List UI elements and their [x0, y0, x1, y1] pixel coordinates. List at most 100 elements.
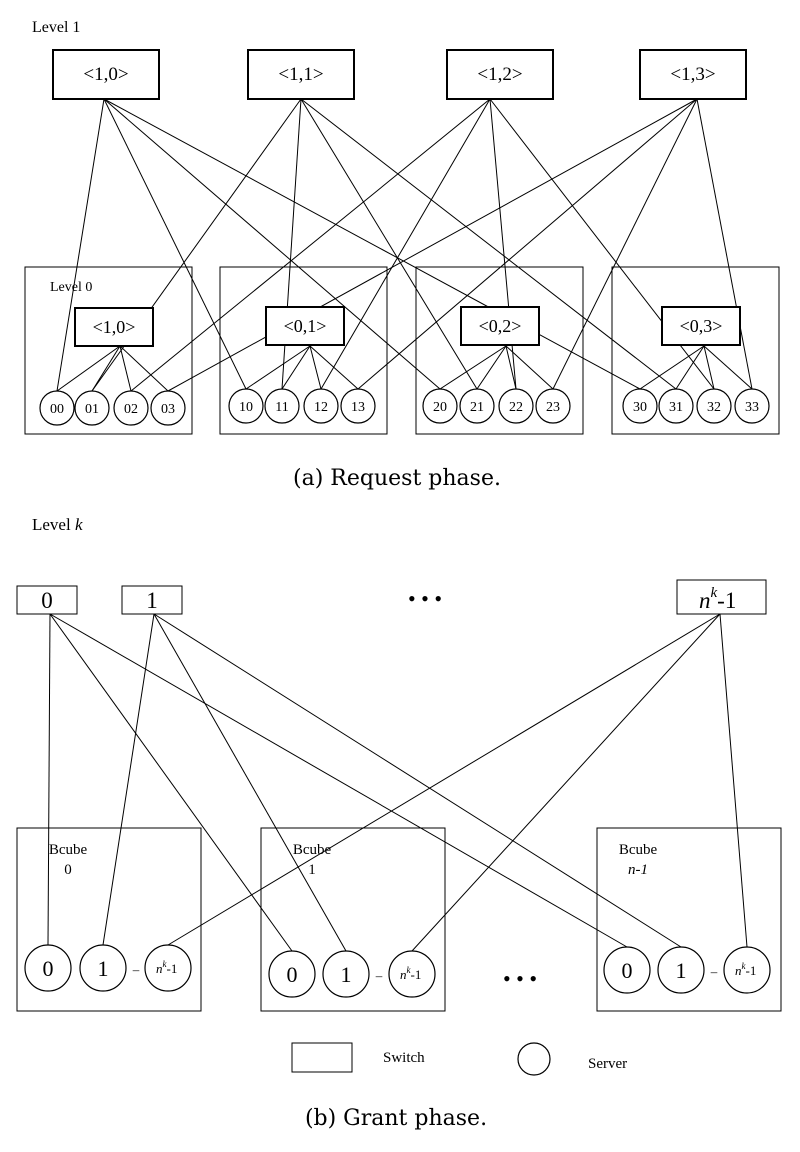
svg-text:0: 0: [622, 958, 633, 983]
link-line: [91, 345, 121, 392]
caption-request: (a) Request phase.: [293, 466, 501, 491]
server-node: 31: [658, 388, 694, 424]
link-line: [675, 345, 705, 390]
legend-switch-label: Switch: [383, 1050, 425, 1066]
server-node: 0: [24, 944, 72, 992]
level0-label: Level 0: [50, 280, 92, 295]
svg-text:11: 11: [275, 400, 288, 415]
server-node: 23: [535, 388, 571, 424]
caption-grant: (b) Grant phase.: [305, 1106, 487, 1131]
link-line: [49, 613, 293, 952]
link-line: [411, 613, 721, 952]
server-node: 32: [696, 388, 732, 424]
legend-server-swatch: [517, 1042, 551, 1076]
svg-text:1: 1: [341, 962, 352, 987]
link-line: [56, 345, 121, 392]
link-line: [552, 98, 698, 390]
link-line: [439, 345, 507, 390]
link-line: [119, 345, 169, 392]
bcube-label: Bcube: [49, 842, 88, 858]
link-line: [153, 613, 347, 952]
svg-text:10: 10: [239, 400, 253, 415]
server-node: nk-1: [388, 950, 436, 998]
link-line: [309, 345, 322, 390]
svg-text:31: 31: [669, 400, 683, 415]
svg-text:02: 02: [124, 402, 138, 417]
link-line: [167, 98, 698, 392]
link-line: [703, 345, 715, 390]
svg-text:<0,1>: <0,1>: [284, 316, 327, 336]
server-node: 13: [340, 388, 376, 424]
svg-text:0: 0: [43, 956, 54, 981]
link-line: [696, 98, 753, 390]
svg-text:nk-1: nk-1: [400, 965, 421, 982]
server-node: 03: [150, 390, 186, 426]
svg-text:<1,0>: <1,0>: [83, 64, 128, 85]
range-dash: –: [375, 968, 383, 983]
svg-text:30: 30: [633, 400, 647, 415]
levelk-label: Level k: [32, 515, 83, 534]
svg-text:0: 0: [287, 962, 298, 987]
link-line: [505, 345, 554, 390]
link-line: [47, 613, 51, 946]
link-line: [505, 345, 517, 390]
link-line: [56, 98, 105, 392]
link-line: [320, 98, 491, 390]
bcube0-group-box: [415, 266, 584, 435]
link-line: [476, 345, 507, 390]
link-line: [639, 345, 705, 390]
svg-text:23: 23: [546, 400, 560, 415]
server-node: 10: [228, 388, 264, 424]
svg-text:0: 0: [41, 588, 53, 613]
link-line: [91, 98, 302, 392]
server-node: 33: [734, 388, 770, 424]
link-line: [357, 98, 698, 390]
server-node: 21: [459, 388, 495, 424]
request-links: [56, 98, 753, 392]
svg-text:<0,3>: <0,3>: [680, 316, 723, 336]
bcube-label: Bcube: [293, 842, 332, 858]
server-node: nk-1: [723, 946, 771, 994]
grant-links: [47, 613, 748, 952]
server-node: 0: [603, 946, 651, 994]
link-line: [245, 345, 311, 390]
bcube0-group-box: [219, 266, 388, 435]
svg-text:33: 33: [745, 400, 759, 415]
level0-switch: <0,3>: [661, 306, 741, 346]
link-line: [102, 613, 155, 946]
level1-switch: <1,3>: [639, 49, 747, 100]
svg-text:<1,2>: <1,2>: [477, 64, 522, 85]
server-node: 12: [303, 388, 339, 424]
level0-switch: <0,1>: [265, 306, 345, 346]
bcube-box: [16, 827, 202, 1012]
svg-text:21: 21: [470, 400, 484, 415]
svg-text:13: 13: [351, 400, 365, 415]
bcube-box: [260, 827, 446, 1012]
server-node: 00: [39, 390, 75, 426]
server-node: 11: [264, 388, 300, 424]
levelk-switch: 1: [121, 585, 183, 615]
link-line: [703, 345, 753, 390]
server-node: 20: [422, 388, 458, 424]
bcube-box: [596, 827, 782, 1012]
svg-text:01: 01: [85, 402, 99, 417]
svg-text:<0,2>: <0,2>: [479, 316, 522, 336]
svg-text:20: 20: [433, 400, 447, 415]
bcube0-group-box: [611, 266, 780, 435]
link-line: [281, 345, 311, 390]
svg-text:<1,1>: <1,1>: [278, 64, 323, 85]
bcube-index: 0: [64, 862, 72, 878]
server-node: 1: [657, 946, 705, 994]
link-line: [300, 98, 478, 390]
level0-switch: <0,2>: [460, 306, 540, 346]
svg-text:00: 00: [50, 402, 64, 417]
legend: Switch Server: [291, 1042, 627, 1076]
svg-text:12: 12: [314, 400, 328, 415]
grant-phase: Level k 0 1 • • • nk-1 Bcube 0 Bcube 1 B…: [16, 515, 782, 1131]
level1-label: Level 1: [32, 19, 80, 36]
link-line: [130, 98, 491, 392]
bcube-ellipsis: • • •: [503, 966, 537, 991]
svg-text:03: 03: [161, 402, 175, 417]
bcube0-group-box: [24, 266, 193, 435]
